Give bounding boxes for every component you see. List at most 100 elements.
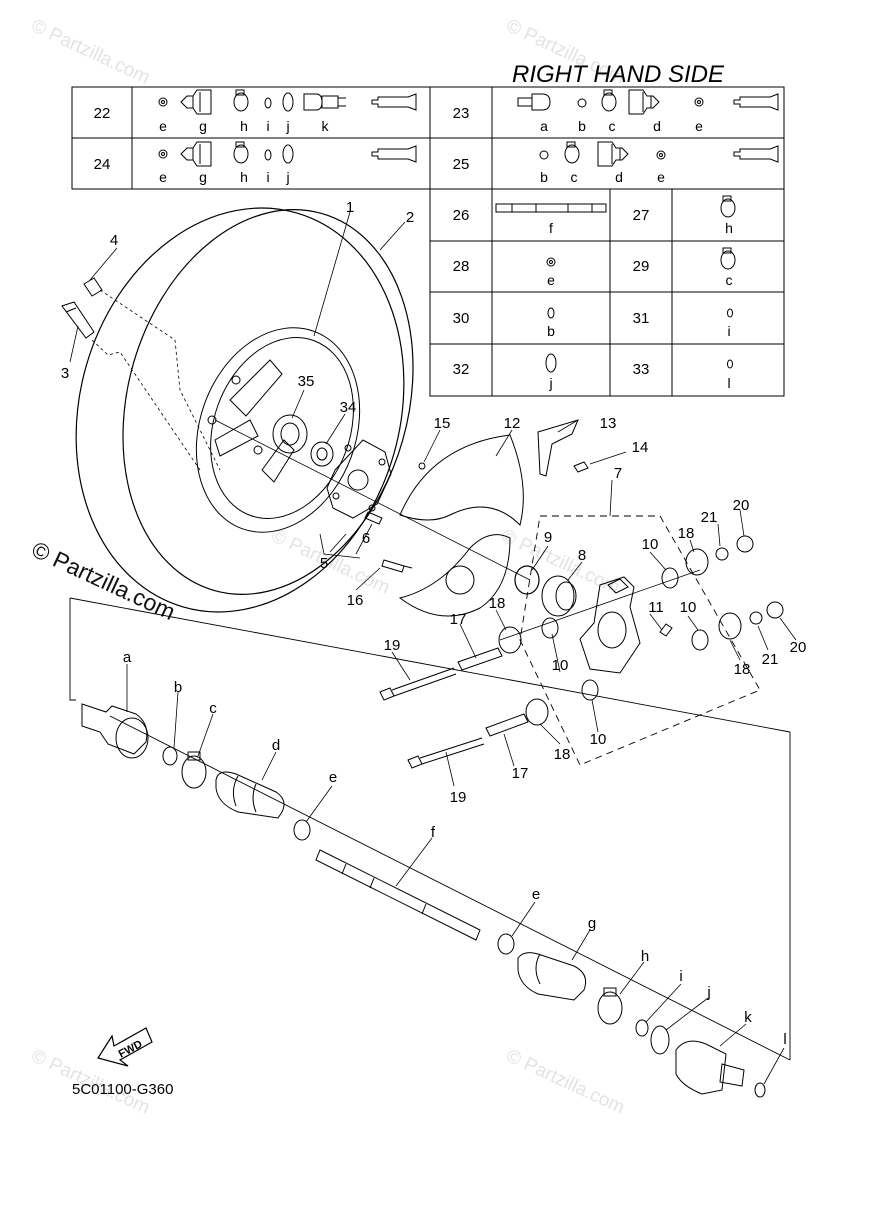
callout-label: 21 [762,651,779,668]
grease-nipple [659,623,673,637]
callout-label: 9 [544,529,552,546]
row-number: 33 [633,361,650,378]
grease-tube-icon [733,145,779,163]
wheel-rim [195,327,361,533]
axle-line [214,419,531,581]
circlip-icon [282,144,294,164]
boot-icon [180,89,212,115]
part-letter: i [266,169,269,185]
callout-label: 2 [406,209,414,226]
part-letter: h [240,169,248,185]
row-number: 29 [633,258,650,275]
valve-stem [61,301,95,339]
drive-shaft-outline [69,597,791,1061]
knuckle-group-outline [519,515,761,766]
callout-label: 18 [554,746,571,763]
part-letter: j [285,118,289,134]
brake-guard [399,434,524,526]
callout-label: 8 [578,547,586,564]
callout-label: 17 [450,611,467,628]
row-number: 30 [453,310,470,327]
band-c [181,751,207,789]
callout-letter: i [679,968,682,985]
part-letter: e [657,169,665,185]
callout-letter: e [532,886,540,903]
band-icon [720,247,736,270]
tire [75,207,414,613]
rear-knuckle [579,576,641,674]
part-letter: j [285,169,289,185]
callout-letter: d [272,737,280,754]
callout-letter: l [783,1031,786,1048]
row-number: 28 [453,258,470,275]
part-letter: g [199,169,207,185]
diagram-code: 5C01100-G360 [72,1081,173,1098]
boot-icon [597,141,629,167]
callout-label: 15 [434,415,451,432]
clip-b [162,746,178,766]
brake-hose-bracket [537,419,589,477]
fwd-arrow-icon [97,1027,153,1067]
callout-label: 3 [61,365,69,382]
part-letter: i [266,118,269,134]
part-letter: b [547,323,555,339]
part-letter: c [609,118,616,134]
circlip-icon [282,92,294,112]
pivot-bolts [379,667,485,769]
callout-label: 10 [680,599,697,616]
callout-label: 6 [362,530,370,547]
kit-contents-table [71,86,785,190]
boot-icon [628,89,660,115]
wheel-hub [326,439,392,519]
axle-shaft-icon [495,203,607,213]
callout-letter: e [329,769,337,786]
callout-label: 12 [504,415,521,432]
part-letter: h [725,220,733,236]
callout-label: 11 [648,599,664,616]
callout-letter: g [588,915,596,932]
oil-seals [498,548,742,726]
callout-label: 20 [733,497,750,514]
part-letter: i [727,323,730,339]
callout-label: 10 [642,536,659,553]
disc-bolt [381,559,413,573]
leader-dashed [91,289,221,471]
circlip [514,565,540,595]
nut-icon [158,149,168,159]
callout-letter: j [706,984,710,1001]
callout-label: 19 [384,637,401,654]
bushings [457,647,529,737]
row-number: 23 [453,105,470,122]
clip-icon [539,150,549,160]
callout-label: 35 [298,373,315,390]
circlip-j [650,1025,670,1055]
band-h [597,987,623,1025]
clip-l [754,1082,766,1098]
callout-label: 10 [552,657,569,674]
part-letter: k [322,118,330,134]
callout-label: 18 [489,595,506,612]
part-letter: d [615,169,623,185]
grease-tube-icon [371,145,417,163]
callout-label: 1 [346,199,354,216]
part-letter: b [540,169,548,185]
row-number: 31 [633,310,650,327]
callout-label: 13 [600,415,617,432]
clip-icon [264,149,272,161]
band-icon [233,141,249,164]
callout-label: 34 [340,399,357,416]
brake-disc [398,534,511,617]
callout-label: 14 [632,439,649,456]
spacer [310,441,334,467]
row-number: 24 [94,156,111,173]
nut-icon [158,97,168,107]
callout-label: 5 [320,555,328,572]
collars [541,567,709,701]
band-icon [720,195,736,218]
part-letter: f [549,220,553,236]
part-letter: d [653,118,661,134]
callout-letter: h [641,948,649,965]
small-bolt [418,462,426,470]
watermark: © Partzilla.com [503,1045,628,1118]
